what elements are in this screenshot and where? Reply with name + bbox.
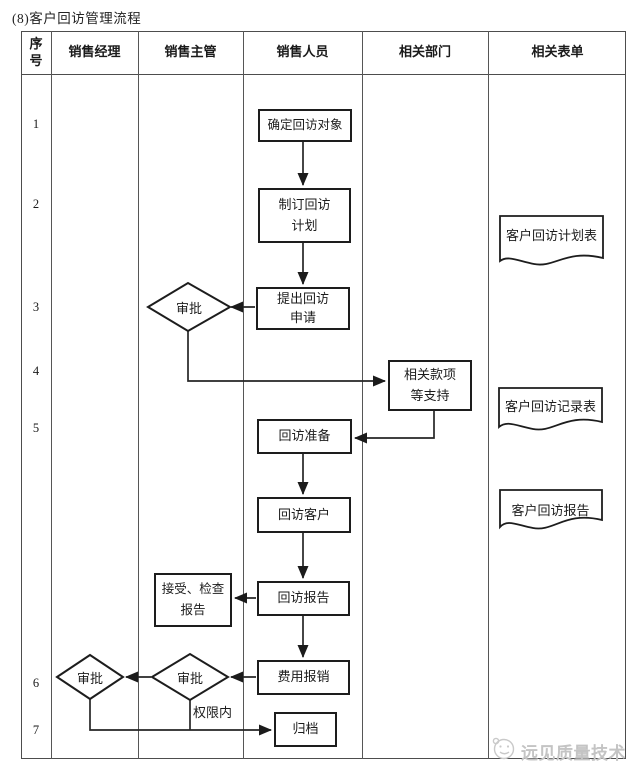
decision-diamond-approve-request: [146, 281, 233, 333]
header-related-forms: 相关表单: [531, 44, 584, 60]
header-sales-manager: 销售经理: [68, 44, 121, 60]
flow-arrow-manager-to-archive: [89, 699, 272, 736]
header-seq-no: 序 号: [29, 36, 43, 68]
decision-label-approve-manager: 审批: [76, 670, 103, 686]
header-divider-line: [21, 74, 626, 75]
process-box-determine-target: 确定回访对象: [258, 109, 352, 142]
decision-diamond-approve-supervisor: [150, 652, 230, 702]
decision-label-approve-request: 审批: [175, 300, 202, 316]
process-box-visit-report: 回访报告: [257, 581, 350, 616]
edge-label-within-authority: 权限内: [193, 705, 233, 720]
process-box-archive: 归档: [274, 712, 337, 747]
decision-diamond-approve-manager: [55, 653, 125, 701]
header-sales-supervisor: 销售主管: [164, 44, 217, 60]
row-number-1: 1: [32, 116, 40, 131]
column-divider-1: [51, 31, 52, 759]
watermark-text: 远见质量技术: [521, 744, 626, 763]
watermark-logo-icon: [492, 737, 515, 760]
row-number-3: 3: [32, 299, 40, 314]
column-divider-5: [488, 31, 489, 759]
row-number-2: 2: [32, 196, 40, 211]
process-box-check-report: 接受、检查 报告: [154, 573, 232, 627]
decision-label-approve-supervisor: 审批: [176, 670, 203, 686]
process-box-submit-request: 提出回访 申请: [256, 287, 350, 330]
process-box-visit-prepare: 回访准备: [257, 419, 352, 454]
row-number-7: 7: [32, 722, 40, 737]
process-box-make-plan: 制订回访 计划: [258, 188, 351, 243]
process-box-expense-claim: 费用报销: [257, 660, 350, 695]
row-number-5: 5: [32, 420, 40, 435]
row-number-4: 4: [32, 363, 40, 378]
table-outer-border: [21, 31, 626, 759]
page-title: (8)客户回访管理流程: [12, 11, 142, 26]
document-shape-plan-form: [499, 215, 604, 266]
process-box-visit-customer: 回访客户: [257, 497, 351, 533]
process-box-dept-support: 相关款项 等支持: [388, 360, 472, 411]
header-sales-staff: 销售人员: [276, 44, 329, 60]
form-label-record-form: 客户回访记录表: [504, 398, 596, 414]
form-label-plan-form: 客户回访计划表: [505, 227, 597, 243]
flow-arrow-approval-to-dept: [187, 331, 386, 387]
row-number-6: 6: [32, 675, 40, 690]
column-divider-4: [362, 31, 363, 759]
header-related-dept: 相关部门: [398, 44, 451, 60]
column-divider-3: [243, 31, 244, 759]
column-divider-2: [138, 31, 139, 759]
form-label-report-form: 客户回访报告: [511, 502, 590, 518]
flow-arrow-dept-to-prepare: [354, 411, 435, 444]
document-shape-record-form: [498, 387, 603, 431]
document-shape-report-form: [499, 489, 603, 530]
